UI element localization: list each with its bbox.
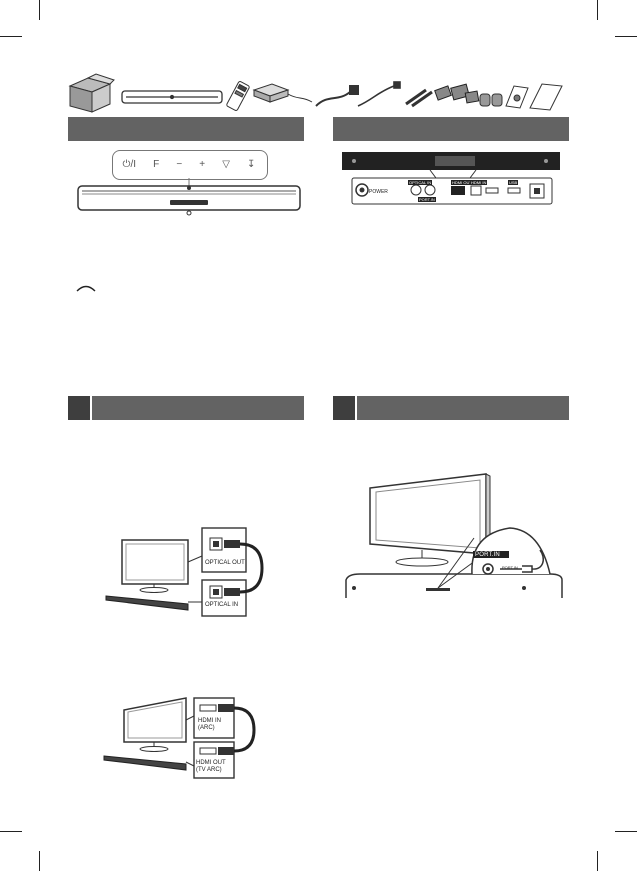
section-number-box [68, 396, 90, 420]
ac-adapter-icon [252, 83, 313, 103]
rear-panel-illustration [342, 152, 560, 205]
section-number-separator [355, 396, 357, 420]
rear-label-optical-in: OPTICAL IN [408, 180, 433, 185]
bar-optical-in-label: OPTICAL IN [205, 602, 239, 608]
front-panel-buttons-callout [112, 150, 268, 180]
portable-button-label: ↧ [246, 158, 256, 170]
rear-label-hdmi-out: HDMI OUT [451, 180, 473, 185]
rear-label-power: POWER [369, 189, 388, 195]
wireless-button-label: ▽ [222, 158, 230, 170]
section-header-rear-panel [333, 117, 569, 141]
volume-up-button-label: + [199, 158, 206, 170]
cable-tie-icon [405, 88, 433, 108]
box-icon [68, 73, 115, 113]
soundbar-icon [121, 90, 223, 104]
crop-mark [615, 36, 637, 37]
power-button-label: ⏻/I [122, 158, 137, 170]
optical-connection-diagram [105, 527, 264, 617]
power-cord-icon [315, 85, 359, 107]
crop-mark [597, 0, 598, 20]
portable-device-port-label: PORT.IN [475, 552, 500, 558]
bar-hdmi-out-label: HDMI OUT (TV ARC) [196, 760, 226, 773]
crop-mark [0, 36, 22, 37]
crop-mark [0, 831, 22, 832]
accessories-illustration [68, 73, 563, 113]
hdmi-connection-diagram [103, 697, 256, 779]
screw-icon [505, 85, 529, 109]
crop-mark [597, 851, 598, 871]
crop-mark [615, 831, 637, 832]
portable-connection-diagram [345, 473, 563, 598]
manual-icon [529, 83, 563, 111]
crop-mark [39, 0, 40, 20]
optical-cable-icon [357, 81, 401, 107]
section-header-front-panel [68, 117, 304, 141]
volume-down-button-label: − [176, 158, 183, 170]
front-panel-soundbar [77, 178, 301, 216]
section-number-box [333, 396, 355, 420]
portable-plug-label: PORT.IN [502, 565, 518, 570]
section-header-connection-portable [333, 396, 569, 420]
section-number-separator [90, 396, 92, 420]
ferrite-core-icon [479, 93, 503, 107]
rear-label-usb: USB [508, 180, 519, 185]
front-panel-button-row: ⏻/I F − + ▽ ↧ [114, 156, 264, 172]
tv-optical-out-label: OPTICAL OUT [205, 560, 245, 566]
wall-bracket-icon [434, 83, 480, 104]
rear-label-port-in: PORT.IN [418, 197, 436, 202]
section-header-connection-tv [68, 396, 304, 420]
crop-mark [39, 851, 40, 871]
function-button-label: F [153, 158, 160, 170]
rear-label-hdmi-in: HDMI IN [470, 180, 488, 185]
arc-glyph-icon [76, 285, 96, 292]
tv-hdmi-in-arc-label: HDMI IN (ARC) [198, 718, 221, 731]
remote-icon [226, 81, 250, 111]
